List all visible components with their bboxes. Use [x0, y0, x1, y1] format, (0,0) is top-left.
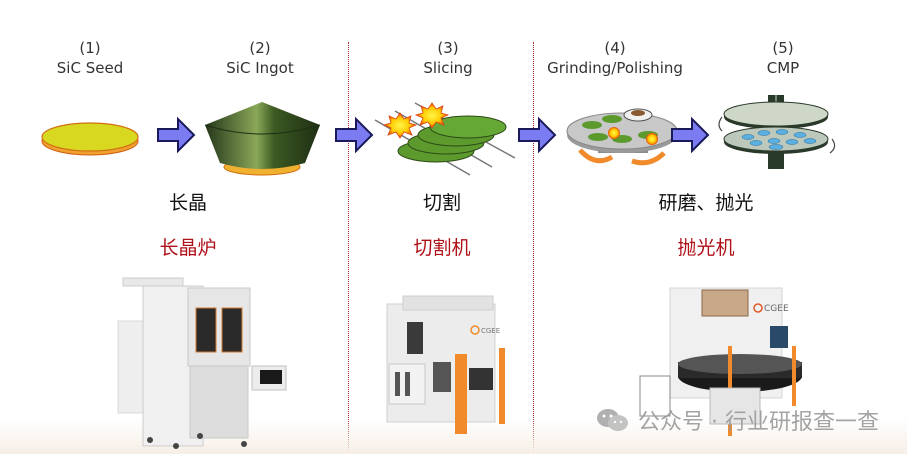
sic-ingot-icon [204, 102, 321, 176]
watermark-text: 公众号 · 行业研报查一查 [638, 410, 879, 435]
step-5-label: (5) CMP [693, 38, 873, 78]
step-name: Grinding/Polishing [547, 59, 683, 77]
section-divider-2 [533, 42, 534, 454]
equipment-label-polisher: 抛光机 [677, 237, 735, 259]
arrow-icon [671, 116, 710, 154]
step-4-label: (4) Grinding/Polishing [525, 38, 705, 78]
crystal-growth-furnace-image [117, 277, 287, 449]
sic-seed-icon [41, 122, 139, 156]
arrow-icon [335, 116, 374, 154]
slicing-icon [374, 102, 516, 176]
process-label-polishing: 研磨、抛光 [658, 192, 754, 214]
cgee-logo: CGEE [470, 325, 500, 335]
step-number: (5) [772, 39, 794, 57]
wechat-icon [597, 409, 629, 431]
step-1-label: (1) SiC Seed [0, 38, 180, 78]
section-divider-1 [348, 42, 349, 454]
watermark: 公众号 · 行业研报查一查 [596, 404, 879, 436]
process-illustrations [41, 95, 836, 176]
equipment-label-slicer: 切割机 [413, 237, 471, 259]
arrow-icon [157, 116, 196, 154]
cgee-logo: CGEE [753, 303, 789, 314]
slicing-machine-image: CGEE [386, 295, 505, 434]
step-number: (2) [249, 39, 271, 57]
spark-icon [414, 102, 450, 129]
step-number: (1) [79, 39, 101, 57]
step-2-label: (2) SiC Ingot [170, 38, 350, 78]
spark-icon [608, 127, 620, 139]
process-label-growth: 长晶 [168, 192, 207, 214]
brand-text: CGEE [764, 304, 789, 314]
arrow-icon [518, 116, 557, 154]
step-name: CMP [766, 59, 800, 77]
polishing-machine-image: CGEE [639, 287, 802, 436]
equipment-label-furnace: 长晶炉 [159, 237, 217, 259]
step-number: (3) [437, 39, 459, 57]
spark-icon [646, 133, 658, 145]
grinding-polishing-icon [566, 108, 678, 166]
process-label-slicing: 切割 [422, 192, 461, 214]
brand-text: CGEE [481, 327, 500, 335]
step-name: Slicing [423, 59, 473, 77]
step-name: SiC Ingot [226, 59, 294, 77]
cmp-icon [718, 95, 836, 169]
step-name: SiC Seed [56, 59, 124, 77]
step-number: (4) [604, 39, 626, 57]
spark-icon [382, 112, 418, 139]
step-3-label: (3) Slicing [358, 38, 538, 78]
